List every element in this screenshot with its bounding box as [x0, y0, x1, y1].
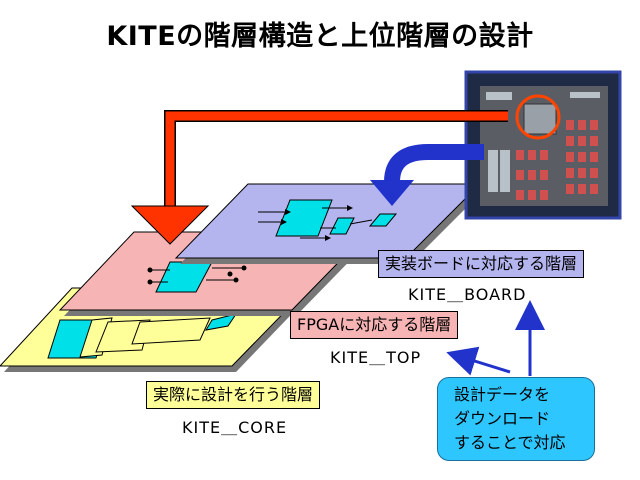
callout-line-1: 設計データを	[454, 385, 551, 404]
callout-line-2: ダウンロード	[454, 409, 551, 428]
fpga-layer-label: FPGAに対応する階層	[290, 311, 459, 339]
blue-arrow	[370, 144, 484, 206]
board-layer-label: 実装ボードに対応する階層	[378, 250, 585, 278]
board-module-name: KITE＿BOARD	[408, 285, 527, 304]
fpga-highlight-circle	[515, 94, 561, 140]
red-arrow	[130, 110, 508, 245]
fpga-module-name: KITE＿TOP	[330, 348, 422, 367]
board-photo	[464, 70, 622, 220]
core-layer-label: 実際に設計を行う階層	[146, 381, 321, 409]
core-module-name: KITE＿CORE	[182, 418, 288, 437]
download-callout: 設計データを ダウンロード することで対応	[437, 377, 595, 461]
board-layer	[174, 183, 484, 264]
callout-arrows	[446, 300, 545, 376]
page-title: KITEの階層構造と上位階層の設計	[106, 21, 534, 52]
callout-line-3: することで対応	[454, 433, 566, 452]
